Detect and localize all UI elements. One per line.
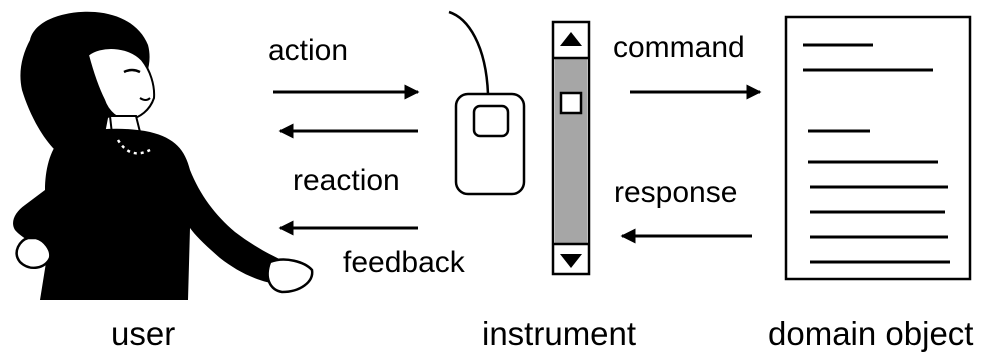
user-caption: user (111, 315, 176, 352)
feedback-label: feedback (343, 246, 465, 279)
domain-object-caption: domain object (768, 315, 974, 352)
scrollbar-icon (551, 20, 591, 276)
response-label: response (614, 176, 738, 209)
user-body (13, 128, 286, 300)
scrollbar-thumb (559, 91, 583, 115)
mouse-cable (448, 10, 490, 95)
user-mouth (139, 97, 151, 101)
command-label: command (613, 31, 745, 64)
action-label: action (268, 34, 349, 67)
left-flow-arrows (273, 84, 420, 236)
user-left-hand (15, 236, 52, 270)
scrollbar-track (555, 58, 587, 244)
mouse-icon (448, 10, 526, 196)
scroll-up-icon (560, 32, 582, 46)
user-face (86, 47, 156, 122)
user-icon (13, 11, 314, 300)
right-flow-arrows (620, 84, 762, 244)
document-icon (784, 15, 972, 281)
mouse-button (472, 104, 510, 138)
scroll-down-icon (560, 254, 582, 268)
document-text-lines (803, 43, 950, 264)
document-page (784, 15, 972, 281)
user-right-hand (266, 258, 314, 294)
reaction-label: reaction (293, 164, 400, 197)
instrument-caption: instrument (482, 315, 637, 352)
user-eye (123, 68, 141, 74)
